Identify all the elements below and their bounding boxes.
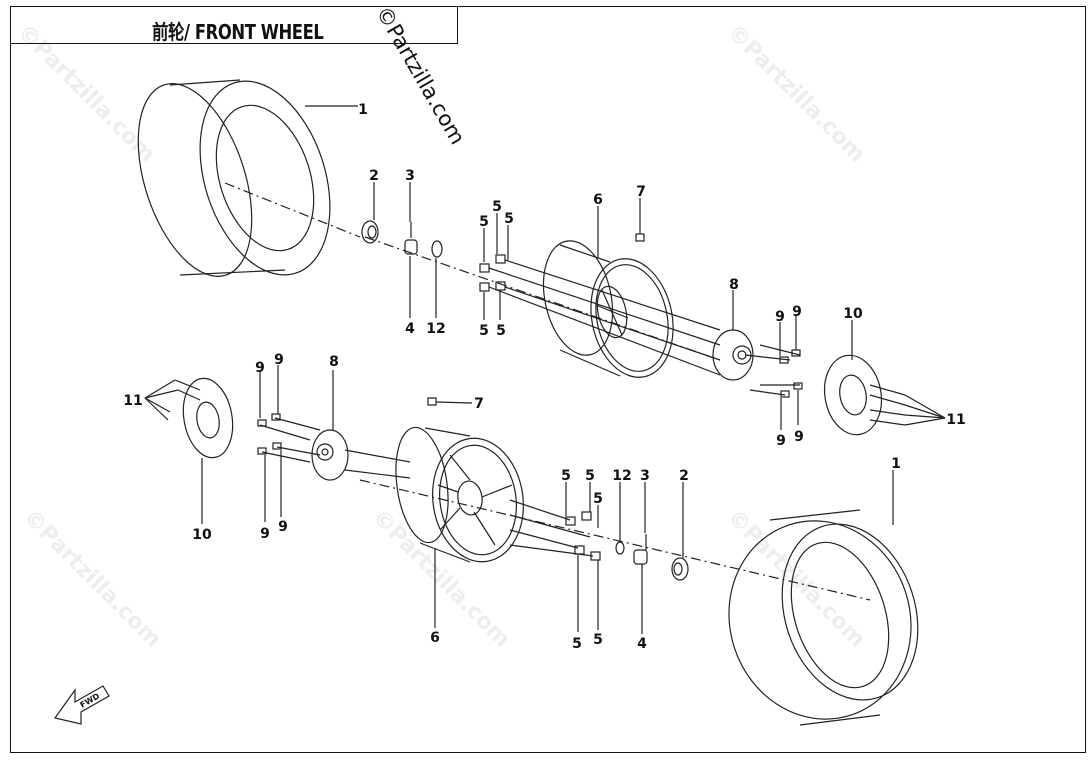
callout-lug-nut: 5 <box>561 468 571 484</box>
title-box: 前轮/ FRONT WHEEL <box>10 6 458 44</box>
callout-seal: 2 <box>369 168 379 184</box>
callout-castle-nut: 4 <box>637 636 647 652</box>
disc-bolts-lower <box>144 379 201 421</box>
callout-lug-nut: 5 <box>479 323 489 339</box>
valve-upper <box>635 233 645 242</box>
callout-washer: 12 <box>426 321 445 337</box>
leader-lines <box>201 105 894 634</box>
tire-upper <box>137 79 331 277</box>
callout-bolt: 9 <box>775 309 785 325</box>
callout-lug-nut: 5 <box>496 323 506 339</box>
seal-lower-inner <box>673 562 683 576</box>
hub-lower <box>311 429 349 481</box>
washer-upper <box>431 240 443 258</box>
callout-bolt: 9 <box>278 519 288 535</box>
axis-line <box>364 236 721 361</box>
callout-bolt: 9 <box>776 433 786 449</box>
tire-lower <box>728 509 919 726</box>
washer-lower <box>615 541 625 555</box>
bolts-upper <box>744 344 803 398</box>
rim-lower <box>395 426 524 563</box>
callout-bolt: 9 <box>794 429 804 445</box>
callout-bolt: 9 <box>792 304 802 320</box>
callout-lug-nut: 5 <box>492 199 502 215</box>
callout-lug-nut: 5 <box>572 636 582 652</box>
callout-lug-nut: 5 <box>585 468 595 484</box>
callout-lug-nut: 5 <box>504 211 514 227</box>
callout-valve: 7 <box>636 184 646 200</box>
disc-bolts-upper <box>869 384 946 426</box>
callout-castle-nut: 4 <box>405 321 415 337</box>
callout-brake-disc: 10 <box>192 527 212 543</box>
callout-rim: 6 <box>430 630 440 646</box>
callout-cotter-pin: 3 <box>405 168 415 184</box>
callout-washer: 12 <box>612 468 631 484</box>
callout-valve: 7 <box>474 396 484 412</box>
bolts-lower <box>257 413 411 479</box>
seal-upper-inner <box>367 225 377 239</box>
callout-seal: 2 <box>679 468 689 484</box>
axis-line <box>359 479 871 601</box>
brake-disc-upper <box>823 354 883 436</box>
callout-lug-nut: 5 <box>593 632 603 648</box>
callout-brake-disc: 10 <box>843 306 863 322</box>
callout-lug-nut: 5 <box>593 491 603 507</box>
callout-tire: 1 <box>358 102 368 118</box>
callout-hub: 8 <box>329 354 339 370</box>
fwd-arrow-icon <box>53 685 110 725</box>
page-title: 前轮/ FRONT WHEEL <box>152 20 324 44</box>
callout-lug-nut: 5 <box>479 214 489 230</box>
callout-tire: 1 <box>891 456 901 472</box>
diagram-frame <box>10 6 1086 753</box>
seal-lower <box>671 557 689 581</box>
callout-bolt: 9 <box>274 352 284 368</box>
callout-rim: 6 <box>593 192 603 208</box>
castle-nut-upper <box>404 239 418 255</box>
valve-lower <box>427 397 437 406</box>
rim-upper <box>542 240 674 378</box>
castle-nut-lower <box>633 549 648 565</box>
brake-disc-lower <box>182 377 234 459</box>
seal-upper <box>361 220 379 244</box>
callouts: 1 2 3 4 12 5 5 5 5 5 6 7 8 9 9 9 9 10 11… <box>123 102 965 652</box>
axis-line <box>224 182 361 238</box>
callout-disc-bolt: 11 <box>123 393 142 409</box>
lug-nuts-lower <box>509 499 601 561</box>
callout-disc-bolt: 11 <box>946 412 965 428</box>
callout-bolt: 9 <box>260 526 270 542</box>
lug-nuts-upper <box>479 254 721 376</box>
leader-valve-lower <box>435 401 473 404</box>
callout-bolt: 9 <box>255 360 265 376</box>
callout-hub: 8 <box>729 277 739 293</box>
callout-cotter-pin: 3 <box>640 468 650 484</box>
